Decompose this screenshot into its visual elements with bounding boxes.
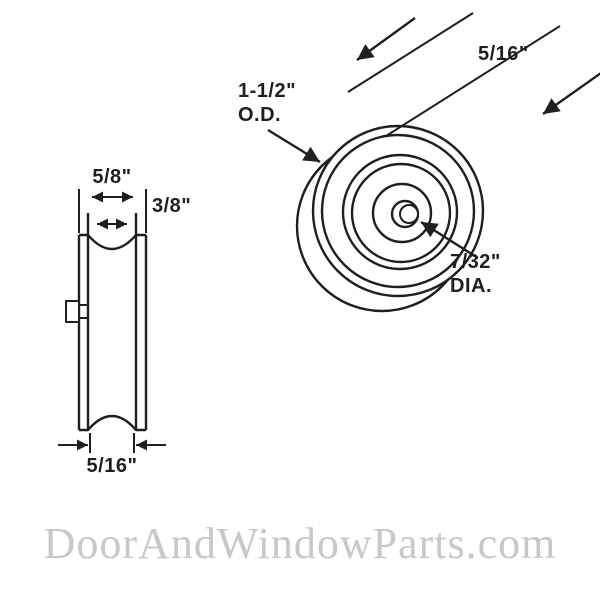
- thickness-arrow-upper: [356, 17, 416, 61]
- side-inner-width-label: 3/8": [152, 195, 191, 217]
- od-leader-arrow: [267, 128, 321, 164]
- thickness-extension-line-back: [347, 12, 474, 93]
- front-od-label: 1-1/2": [238, 80, 296, 102]
- wheel-rim-inner-ring: [320, 133, 476, 289]
- axle-pin-face: [399, 204, 419, 224]
- wheel-hub: [371, 182, 433, 244]
- front-thickness-label: 5/16": [478, 43, 529, 65]
- thickness-extension-line-front: [385, 25, 561, 137]
- side-outer-width-label: 5/8": [92, 166, 131, 188]
- side-groove-width-label: 5/16": [87, 455, 138, 477]
- axle-leader-arrow: [420, 220, 479, 260]
- wheel-bottom-groove-profile: [79, 414, 146, 432]
- front-od-sublabel: O.D.: [238, 104, 281, 126]
- front-axle-label: 7/32": [450, 251, 501, 273]
- wheel-top-groove-profile: [79, 233, 146, 251]
- thickness-arrow-lower: [542, 72, 600, 115]
- pulley-front-view: 5/16" 1-1/2" O.D. 7/32" DIA.: [238, 12, 600, 313]
- pulley-side-view: 5/8" 3/8" 5/16": [58, 166, 191, 477]
- wheel-face-ring-outer: [341, 153, 459, 271]
- watermark-text: DoorAndWindowParts.com: [44, 519, 557, 568]
- wheel-face-ring-inner: [350, 162, 452, 264]
- front-axle-sublabel: DIA.: [450, 275, 492, 297]
- axle-stub: [65, 300, 80, 323]
